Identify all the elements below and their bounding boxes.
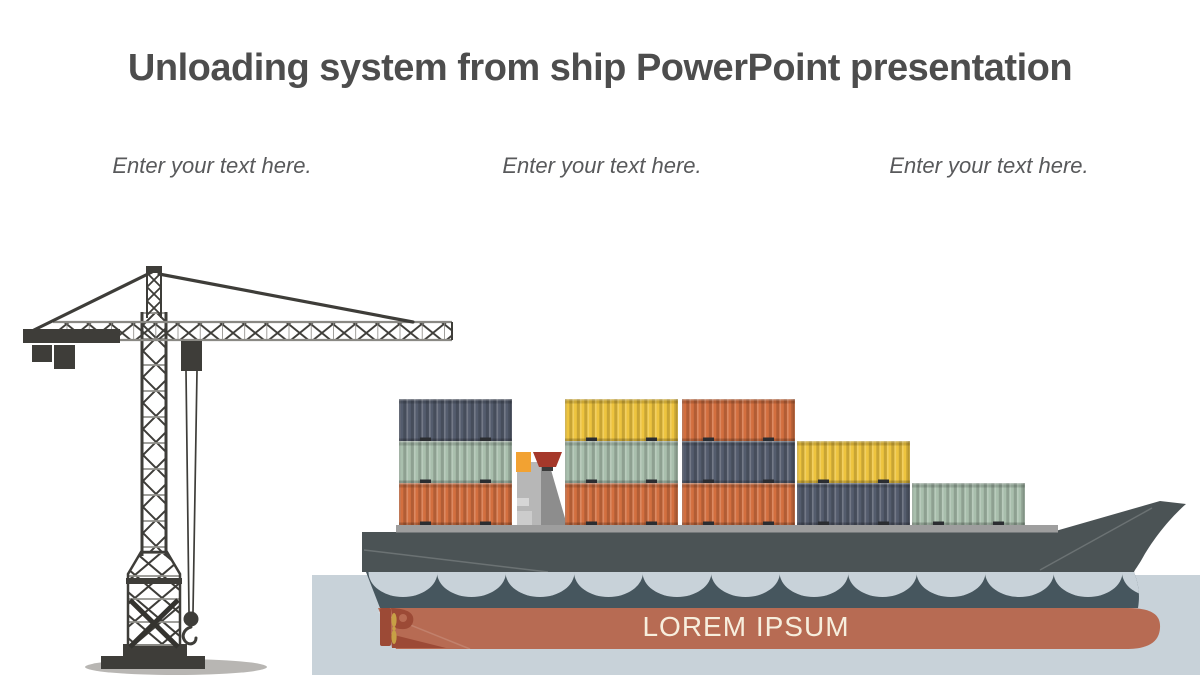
container-stack2-bottom (565, 483, 678, 525)
crane-hoist (181, 341, 202, 646)
container-stack4-bottom (797, 483, 910, 525)
crane-jib (53, 320, 453, 342)
text-placeholder-3[interactable]: Enter your text here. (889, 153, 1089, 178)
text-placeholder-1[interactable]: Enter your text here. (112, 153, 312, 178)
crane-mast-chords (140, 312, 168, 556)
ship-deck (396, 525, 1058, 533)
crane-tie-cables (32, 270, 415, 332)
container-stack1-mid (399, 441, 512, 483)
hoist-pulley-ball (183, 611, 199, 627)
hull-bottom-band (378, 608, 1161, 649)
ship-name-label: LOREM IPSUM (642, 611, 850, 642)
hoist-hook-icon (181, 625, 198, 646)
hoist-trolley (181, 341, 202, 371)
container-stacks (399, 399, 1025, 525)
superstructure-orange-box (516, 452, 531, 472)
container-stack3-bottom (682, 483, 795, 525)
waterline-scallops (368, 572, 1139, 597)
hoist-cables (185, 370, 198, 613)
propeller-icon (391, 613, 397, 644)
rudder (380, 608, 446, 648)
container-stack5-single (912, 483, 1025, 525)
text-placeholder-2[interactable]: Enter your text here. (502, 153, 702, 178)
ship-hull (362, 501, 1186, 572)
crane-base-platform (126, 578, 182, 584)
funnel-stem (542, 467, 553, 471)
slide-title: Unloading system from ship PowerPoint pr… (127, 47, 1073, 90)
container-stack2-mid (565, 441, 678, 483)
ship-superstructure (516, 452, 567, 525)
container-stack2-top (565, 399, 678, 441)
container-stack1-top (399, 399, 512, 441)
container-stack3-top (682, 399, 795, 441)
crane-base-lattice (126, 550, 182, 650)
tower-crane (23, 266, 453, 675)
hull-highlight-lines (363, 507, 1153, 573)
crane-base-cross-brace (128, 598, 180, 649)
funnel (533, 452, 562, 467)
crane-mast-lattice (141, 312, 167, 552)
crane-counterweight (23, 329, 120, 369)
container-stack3-mid (682, 441, 795, 483)
container-stack4-top (797, 441, 910, 483)
container-stack1-bottom (399, 483, 512, 525)
cargo-ship (362, 399, 1186, 650)
